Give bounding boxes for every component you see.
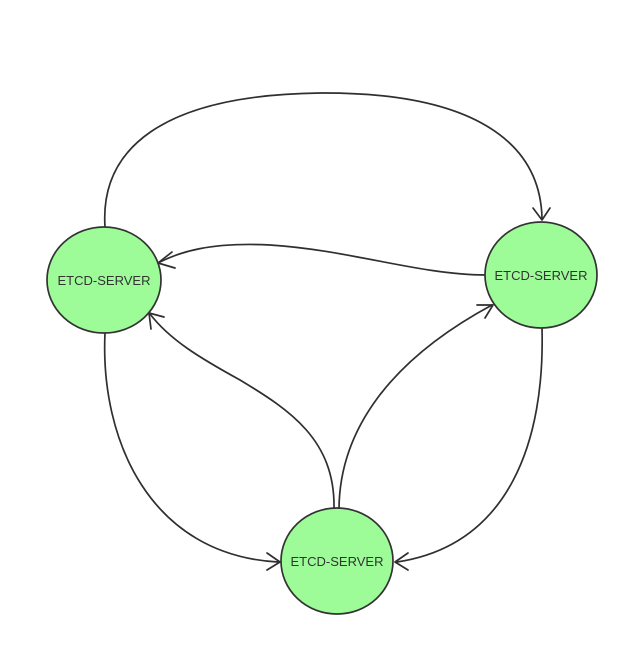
edge-right-to-left: [159, 243, 487, 276]
edge-left-to-right: [103, 92, 543, 228]
edge-right-to-bottom: [396, 327, 544, 563]
edge-left-to-bottom: [103, 332, 279, 563]
node-bottom-circle: [280, 507, 394, 615]
node-left-label: ETCD-SERVER: [58, 273, 151, 288]
node-left: ETCD-SERVER: [46, 226, 162, 334]
node-right-label: ETCD-SERVER: [495, 268, 588, 283]
arrowhead-right-to-left: [157, 251, 176, 269]
edge-bottom-to-right: [338, 304, 493, 509]
node-left-circle: [46, 226, 162, 334]
node-bottom: ETCD-SERVER: [280, 507, 394, 615]
node-right: ETCD-SERVER: [484, 221, 598, 329]
node-bottom-label: ETCD-SERVER: [291, 554, 384, 569]
edges: [103, 92, 551, 571]
arrowhead-right-to-bottom: [394, 552, 409, 571]
arrowhead-left-to-bottom: [266, 552, 281, 571]
arrowhead-left-to-right: [532, 207, 551, 221]
edge-bottom-to-left: [149, 313, 335, 509]
arrowhead-bottom-to-right: [476, 304, 494, 319]
node-right-circle: [484, 221, 598, 329]
